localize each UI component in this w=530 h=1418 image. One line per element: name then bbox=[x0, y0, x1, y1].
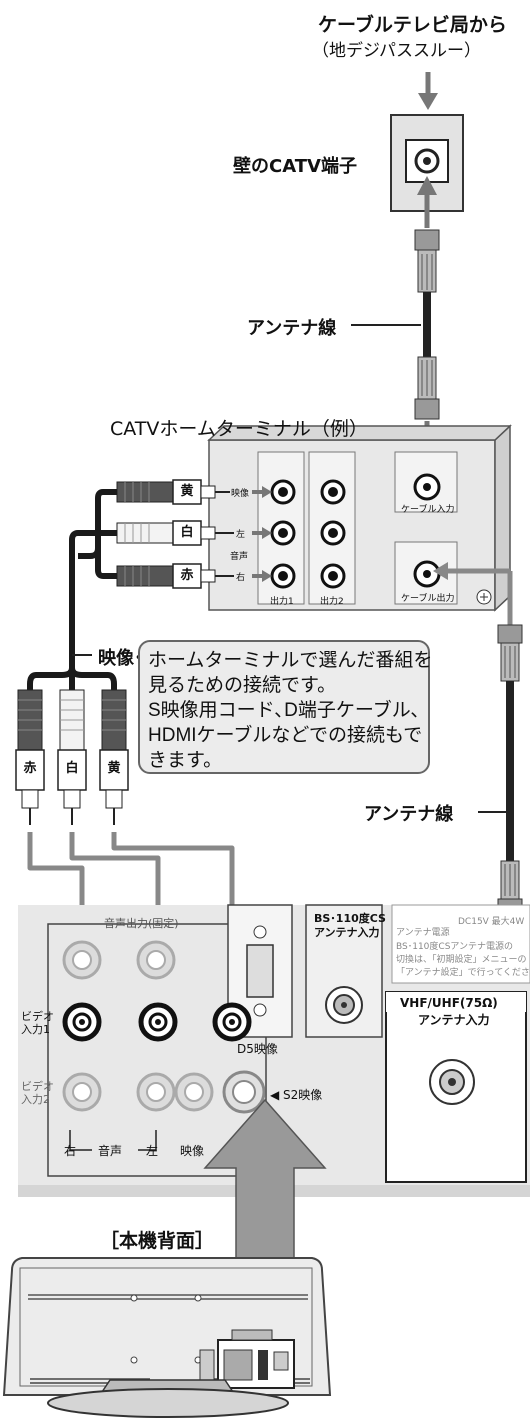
note-line: ホームターミナルで選んだ番組を bbox=[148, 650, 433, 671]
terminal-cable-out-label: ケーブル出力 bbox=[401, 594, 455, 604]
bottom-plug-white-tag: 白 bbox=[65, 761, 79, 776]
terminal-title: CATVホームターミナル（例） bbox=[110, 418, 368, 440]
audio-out-label: 音声出力(固定) bbox=[104, 917, 179, 930]
note-line: きます。 bbox=[148, 750, 223, 771]
top-plug-yellow-tag: 黄 bbox=[180, 484, 194, 499]
right-label: 右 bbox=[64, 1144, 77, 1158]
source-subtitle: （地デジパススルー） bbox=[312, 41, 481, 61]
tv-back bbox=[2, 1257, 332, 1418]
av-cord bbox=[27, 489, 117, 690]
right-cable-label: アンテナ線 bbox=[364, 804, 454, 825]
left-label: 左 bbox=[146, 1144, 159, 1158]
bs-title-2: アンテナ入力 bbox=[314, 926, 380, 939]
source-title: ケーブルテレビ局から bbox=[318, 14, 507, 36]
bottom-plug-yellow-tag: 黄 bbox=[107, 761, 121, 776]
terminal-cable-in-label: ケーブル入力 bbox=[401, 505, 455, 515]
d5-video-label: D5映像 bbox=[237, 1042, 278, 1056]
top-antenna-cable bbox=[351, 229, 440, 420]
power-label: アンテナ電源 bbox=[396, 928, 450, 938]
vhf-sub: アンテナ入力 bbox=[418, 1013, 490, 1027]
terminal-video-label: 映像 bbox=[231, 489, 250, 499]
wall-socket-label: 壁のCATV端子 bbox=[233, 156, 357, 177]
bs-title-1: BS･110度CS bbox=[314, 912, 386, 925]
bs-note-3: 「アンテナ設定」で行ってください bbox=[396, 968, 530, 978]
plug-to-jack-arrows bbox=[27, 832, 235, 918]
note-line: 見るための接続です。 bbox=[148, 675, 337, 696]
terminal-out2-label: 出力2 bbox=[320, 597, 344, 607]
power-spec: DC15V 最大4W bbox=[458, 917, 525, 927]
vhf-title: VHF/UHF(75Ω) bbox=[400, 996, 498, 1010]
arrow-into-wall bbox=[417, 176, 437, 228]
terminal-audio-label: 音声 bbox=[230, 552, 249, 562]
video-in1-label: ビデオ 入力1 bbox=[21, 1010, 54, 1036]
note-line: S映像用コード､D端子ケーブル､ bbox=[148, 700, 421, 721]
top-cable-label: アンテナ線 bbox=[247, 318, 337, 339]
note-box: ホームターミナルで選んだ番組を 見るための接続です。 S映像用コード､D端子ケー… bbox=[138, 640, 433, 774]
bs-note-1: BS･110度CSアンテナ電源の bbox=[396, 942, 514, 952]
terminal-out1-label: 出力1 bbox=[270, 597, 294, 607]
top-plug-white-tag: 白 bbox=[180, 525, 194, 540]
video-in2-label: ビデオ 入力2 bbox=[21, 1080, 54, 1106]
terminal-right-label: 右 bbox=[236, 573, 246, 583]
bs-note-2: 切換は、「初期設定」メニューの bbox=[396, 955, 527, 965]
top-plug-red-tag: 赤 bbox=[180, 568, 194, 583]
video-label: 映像 bbox=[180, 1144, 205, 1158]
catv-terminal-box bbox=[207, 424, 512, 612]
bottom-av-plugs bbox=[15, 689, 129, 825]
audio-label: 音声 bbox=[98, 1144, 123, 1158]
s2-video-label: ◀ S2映像 bbox=[270, 1088, 323, 1102]
back-label: ［本機背面］ bbox=[100, 1230, 215, 1252]
note-line: HDMIケーブルなどでの接続もで bbox=[148, 725, 423, 746]
terminal-left-label: 左 bbox=[236, 530, 246, 540]
arrow-from-cable-station bbox=[418, 72, 438, 110]
top-av-plugs bbox=[116, 479, 272, 589]
bottom-plug-red-tag: 赤 bbox=[23, 761, 37, 776]
